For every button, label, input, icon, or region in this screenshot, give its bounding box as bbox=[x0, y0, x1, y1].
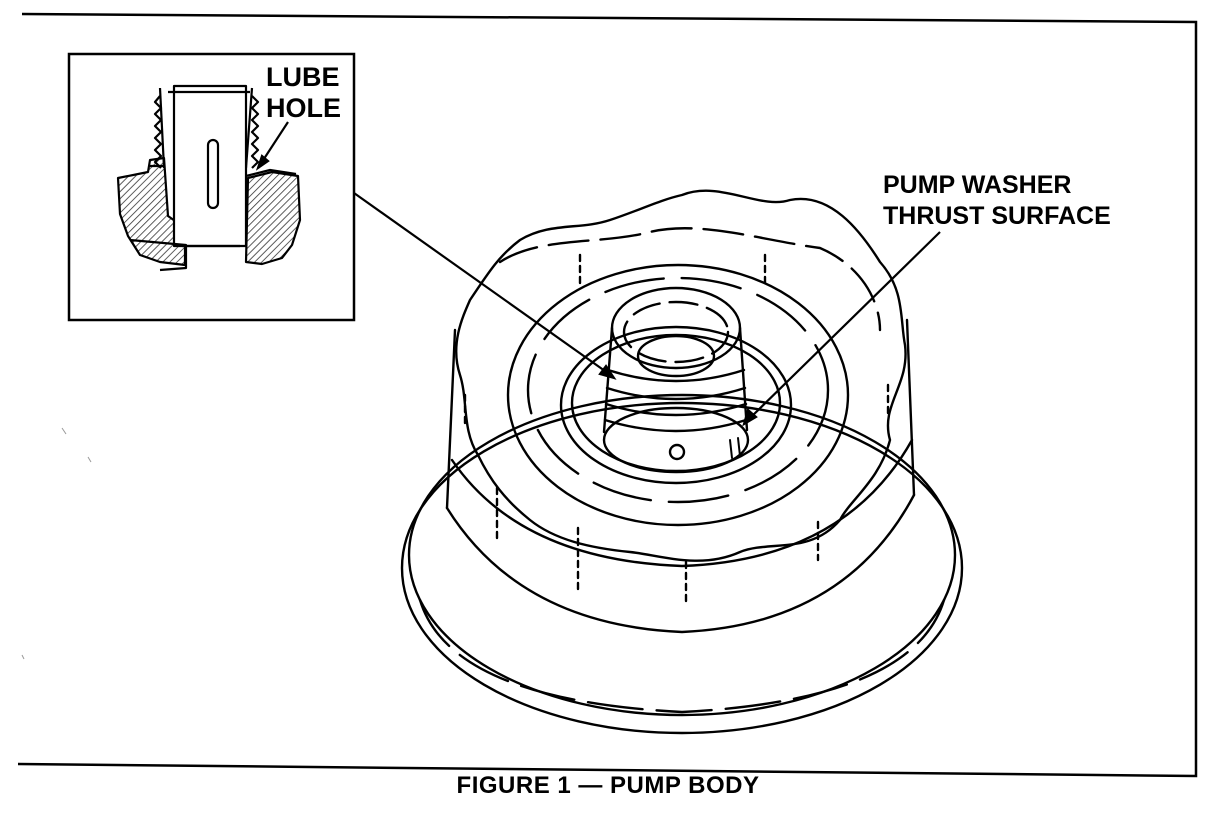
inset-bore-slot bbox=[206, 138, 220, 210]
thrust-surface-label-line-2: THRUST SURFACE bbox=[883, 202, 1111, 230]
body-lower-rim bbox=[445, 493, 916, 634]
body-inner-wave bbox=[498, 227, 882, 332]
body-mid-rim bbox=[450, 438, 914, 568]
lube-hole-label-line-1: LUBE bbox=[266, 62, 340, 92]
thrust-surface-label-line-1: PUMP WASHER bbox=[883, 171, 1072, 199]
inset-body-right bbox=[244, 170, 302, 266]
hub-thread bbox=[603, 418, 748, 433]
figure-frame bbox=[17, 12, 1198, 778]
hub-base bbox=[602, 406, 750, 474]
flange-inner-edge bbox=[418, 598, 946, 714]
scan-specks bbox=[21, 427, 92, 660]
hub-top-outer bbox=[610, 286, 742, 370]
hub-right-wall bbox=[738, 326, 749, 432]
inset-sleeve-left bbox=[158, 87, 166, 169]
hub-thread bbox=[604, 402, 748, 417]
hub-slot bbox=[729, 437, 741, 459]
hub-thread bbox=[605, 386, 747, 401]
thrust-surface-arrowhead bbox=[742, 408, 758, 427]
pump-body-illustration bbox=[400, 189, 964, 735]
hub-top-inner bbox=[622, 300, 730, 364]
bottom-flange-upper bbox=[407, 393, 957, 717]
leader-lines bbox=[255, 121, 941, 427]
body-right-wall bbox=[905, 318, 916, 497]
inset-ledge bbox=[150, 164, 297, 178]
thrust-surface-label: PUMP WASHER THRUST SURFACE bbox=[883, 170, 1111, 232]
hub-bore bbox=[636, 334, 716, 378]
hub-left-wall bbox=[602, 326, 614, 434]
hub-thread bbox=[606, 368, 746, 383]
lube-hole-label-line-2: HOLE bbox=[266, 93, 342, 123]
thrust-surface-leader bbox=[745, 231, 941, 423]
inset-to-hub-leader bbox=[353, 192, 613, 377]
thrust-ring-outer bbox=[559, 325, 793, 485]
inset-thread-left bbox=[153, 95, 163, 169]
lube-hole-label: LUBE HOLE bbox=[266, 62, 341, 124]
face-ring-dash bbox=[526, 276, 830, 504]
inset-detail bbox=[67, 52, 356, 322]
body-wavy-top bbox=[455, 189, 907, 562]
lube-hole-arrowhead bbox=[255, 154, 270, 171]
bottom-flange-lower bbox=[400, 401, 964, 735]
inset-thread-right bbox=[250, 95, 260, 169]
inset-lower-ledge bbox=[129, 238, 188, 272]
lube-hole bbox=[668, 443, 686, 461]
face-ring-outer bbox=[506, 263, 850, 527]
figure-caption: FIGURE 1 — PUMP BODY bbox=[456, 772, 760, 799]
inset-to-hub-arrowhead bbox=[598, 364, 617, 380]
body-left-wall bbox=[445, 328, 457, 510]
inset-bushing bbox=[172, 84, 248, 248]
